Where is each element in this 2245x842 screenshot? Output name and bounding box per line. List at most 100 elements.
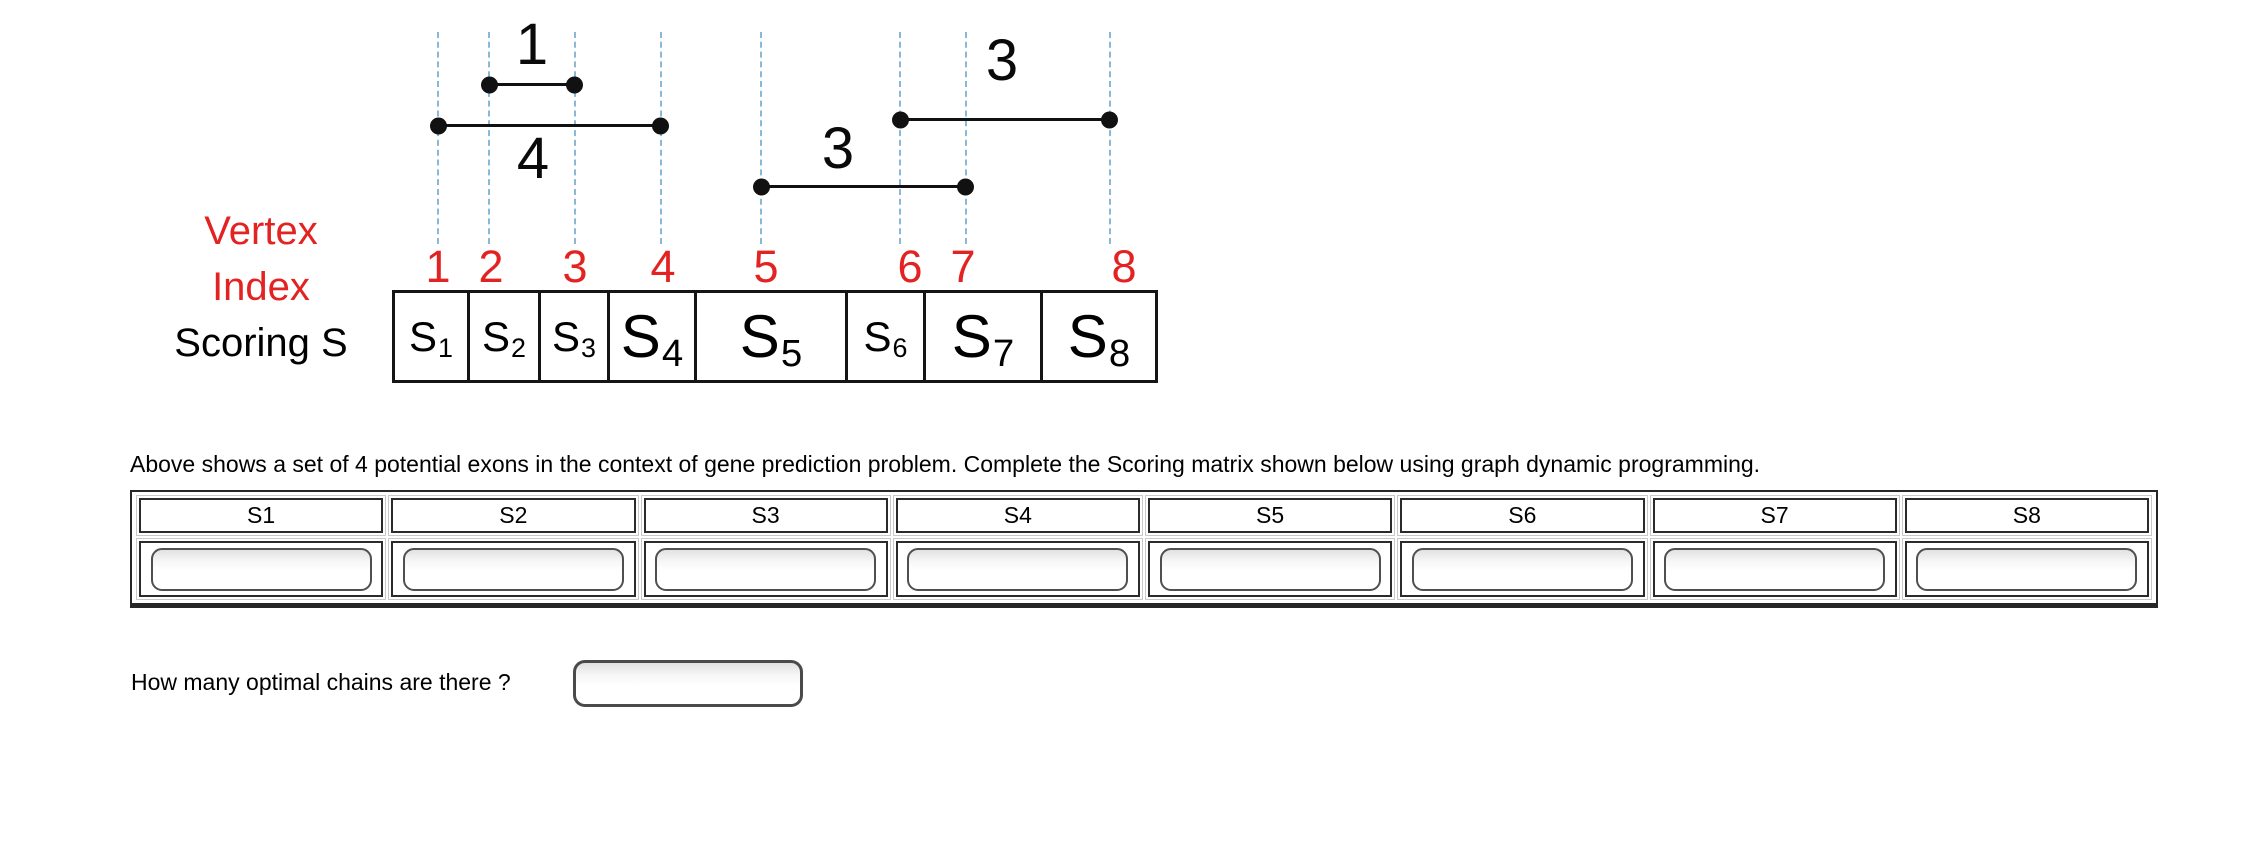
scoring-cell-label: S8 [1067,303,1131,376]
vertex-index-number: 7 [950,241,976,292]
optimal-chains-question: How many optimal chains are there ? [131,669,511,695]
scoring-cell-subscript: 1 [438,332,453,363]
matrix-header-cell: S8 [1901,495,2152,536]
vertex-gridline [965,32,967,244]
matrix-input-cell [1901,538,2152,600]
scoring-strip-cell: S2 [467,293,538,380]
matrix-input-cell-frame [391,541,636,597]
matrix-input-cell [1145,538,1396,600]
matrix-input-row [135,537,2153,601]
matrix-input-cell-frame [1400,541,1645,597]
scoring-cell-label: S4 [620,303,684,376]
scoring-strip-cell: S4 [607,293,694,380]
exon-interval [489,83,575,86]
scoring-cell-subscript: 7 [992,332,1015,376]
score-input-s3[interactable] [655,547,877,591]
matrix-header-cell: S1 [136,495,387,536]
matrix-header-cell: S2 [388,495,639,536]
matrix-header-label: S4 [895,498,1140,533]
matrix-header-cell: S3 [640,495,891,536]
matrix-input-cell [1397,538,1648,600]
exon-weight-label: 1 [515,12,549,77]
scoring-cell-label: S6 [863,312,908,363]
scoring-axis-label: Scoring S [174,321,348,365]
matrix-header-label: S5 [1148,498,1393,533]
matrix-input-cell [1649,538,1900,600]
exon-interval [761,185,966,188]
exon-interval [900,118,1110,121]
exon-weight-label: 3 [985,28,1019,93]
matrix-header-label: S6 [1400,498,1645,533]
matrix-input-cell-frame [139,541,384,597]
matrix-header-cell: S5 [1145,495,1396,536]
vertex-gridline [899,32,901,244]
score-input-s8[interactable] [1916,547,2138,591]
scoring-strip-cell: S8 [1040,293,1155,380]
matrix-input-cell-frame [1148,541,1393,597]
optimal-chains-input[interactable] [573,660,803,707]
score-input-s6[interactable] [1411,547,1633,591]
scoring-cell-subscript: 5 [780,332,803,376]
scoring-cell-subscript: 4 [661,332,684,376]
scoring-cell-label: S1 [409,312,453,363]
matrix-header-cell: S7 [1649,495,1900,536]
exon-weight-label: 3 [821,116,855,181]
matrix-input-cell-frame [1904,541,2149,597]
matrix-input-cell-frame [895,541,1140,597]
vertex-index-number: 8 [1111,241,1137,292]
scoring-strip-cell: S3 [538,293,607,380]
scoring-strip-cell: S5 [694,293,845,380]
vertex-index-number: 2 [478,241,504,292]
scoring-strip-cell: S6 [845,293,923,380]
matrix-header-label: S3 [643,498,888,533]
vertex-index-number: 1 [425,241,451,292]
axis-labels: Vertex Index Scoring S [133,203,389,371]
scoring-cell-label: S7 [951,303,1015,376]
exon-interval [438,124,661,127]
scoring-cell-subscript: 8 [1108,332,1131,376]
matrix-input-cell [640,538,891,600]
scoring-cell-label: S3 [552,312,596,363]
scoring-cell-subscript: 3 [581,332,596,363]
matrix-header-label: S1 [139,498,384,533]
matrix-input-cell-frame [1652,541,1897,597]
exon-weight-label: 4 [516,126,550,191]
matrix-input-cell [136,538,387,600]
matrix-header-cell: S4 [892,495,1143,536]
matrix-input-cell-frame [643,541,888,597]
scoring-strip-cell: S7 [923,293,1040,380]
scoring-strip: S1 S2 S3 S4 S5 S6 S7 S8 [392,290,1158,383]
matrix-header-cell: S6 [1397,495,1648,536]
score-input-s7[interactable] [1664,547,1886,591]
vertex-gridline [760,32,762,244]
vertex-index-number: 4 [650,241,676,292]
matrix-header-label: S2 [391,498,636,533]
score-input-s2[interactable] [402,547,624,591]
matrix-header-label: S8 [1904,498,2149,533]
scoring-cell-subscript: 6 [892,332,908,363]
matrix-input-cell [388,538,639,600]
vertex-index-number: 3 [562,241,588,292]
scoring-cell-label: S2 [482,312,526,363]
vertex-gridline [437,32,439,244]
vertex-index-number: 5 [753,241,779,292]
scoring-cell-label: S5 [739,303,803,376]
scoring-cell-subscript: 2 [511,332,526,363]
vertex-index-number: 6 [897,241,923,292]
vertex-axis-label-line2: Index [212,265,310,309]
vertex-gridline [1109,32,1111,244]
vertex-gridline [660,32,662,244]
vertex-gridline [488,32,490,244]
score-input-s5[interactable] [1159,547,1381,591]
scoring-strip-cell: S1 [395,293,467,380]
score-input-s1[interactable] [150,547,372,591]
matrix-header-label: S7 [1652,498,1897,533]
matrix-input-cell [892,538,1143,600]
vertex-gridline [574,32,576,244]
score-input-s4[interactable] [907,547,1129,591]
instruction-text: Above shows a set of 4 potential exons i… [130,451,1761,477]
